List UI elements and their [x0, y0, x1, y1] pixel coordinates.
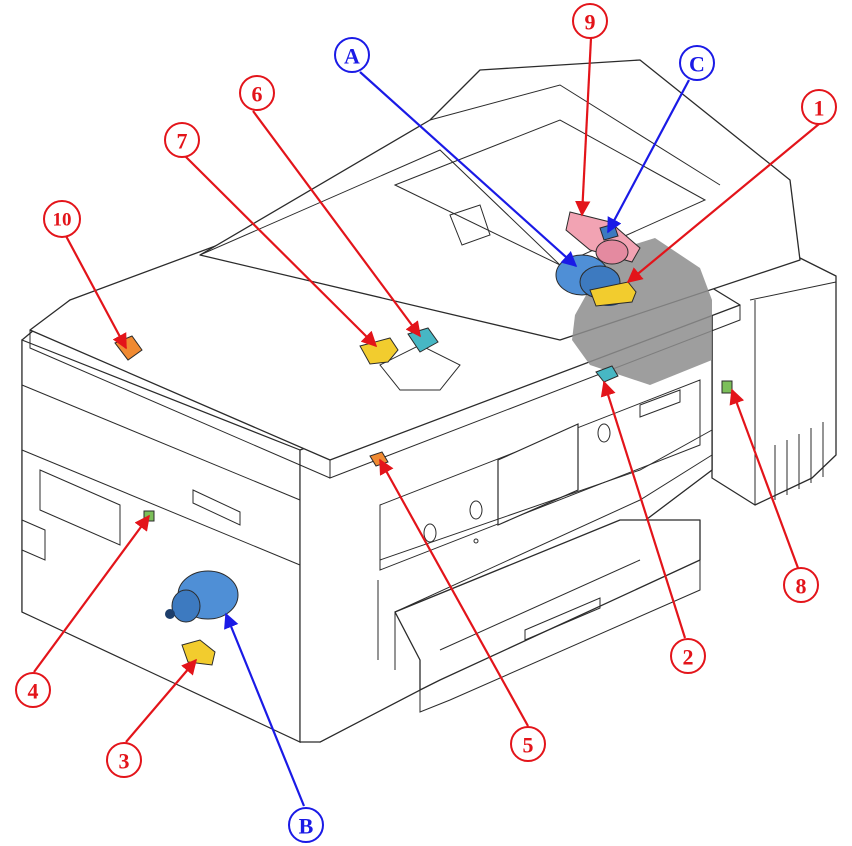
- arrow-4: [33, 514, 150, 673]
- callout-7: 7: [164, 122, 200, 158]
- callout-a-label: A: [344, 44, 360, 69]
- callout-5: 5: [510, 726, 546, 762]
- callout-b: B: [288, 807, 324, 843]
- arrow-c: [607, 79, 690, 234]
- part-b-main-motor: [165, 570, 239, 623]
- arrow-7: [185, 156, 378, 348]
- arrow-1: [626, 123, 820, 283]
- arrow-2: [600, 380, 687, 639]
- callout-10: 10: [43, 200, 81, 238]
- arrow-6: [252, 110, 421, 338]
- lcd-screen: [497, 423, 579, 526]
- leader-arrows: [33, 37, 820, 807]
- callout-2: 2: [670, 638, 706, 674]
- callout-b-label: B: [299, 814, 314, 839]
- parts: [114, 211, 733, 666]
- arrow-8: [729, 388, 800, 569]
- callout-9-label: 9: [585, 10, 596, 35]
- part-2-sensor: [595, 365, 619, 383]
- callout-4-label: 4: [28, 679, 39, 704]
- callout-6: 6: [239, 75, 275, 111]
- callout-7-label: 7: [177, 129, 188, 154]
- arrow-9: [575, 37, 593, 217]
- arrow-5: [379, 458, 529, 727]
- callout-8-label: 8: [796, 574, 807, 599]
- printer-body: [21, 59, 837, 743]
- ink-tank-unit: [711, 257, 837, 506]
- arrow-a: [359, 71, 578, 268]
- callout-3: 3: [106, 742, 142, 778]
- callouts: 1 2 3 4 5 6 7 8: [15, 3, 837, 843]
- callout-10-label: 10: [53, 210, 72, 231]
- callout-8: 8: [783, 567, 819, 603]
- callout-c: C: [679, 45, 715, 81]
- callout-2-label: 2: [683, 645, 694, 670]
- arrow-10: [65, 235, 127, 350]
- callout-5-label: 5: [523, 733, 534, 758]
- arrow-3: [125, 658, 197, 743]
- ink-tank-slots: [774, 422, 824, 500]
- callout-6-label: 6: [252, 82, 263, 107]
- part-1-sensor: [589, 281, 637, 307]
- arrow-b: [224, 612, 306, 807]
- output-opening: [379, 429, 713, 613]
- part-8-sensor: [721, 380, 733, 394]
- callout-4: 4: [15, 672, 51, 708]
- callout-1-label: 1: [814, 96, 825, 121]
- callout-1: 1: [801, 89, 837, 125]
- callout-3-label: 3: [119, 749, 130, 774]
- control-panel: [379, 379, 701, 571]
- callout-9: 9: [572, 3, 608, 39]
- paper-tray: [394, 519, 701, 691]
- callout-c-label: C: [689, 52, 705, 77]
- callout-a: A: [334, 37, 370, 73]
